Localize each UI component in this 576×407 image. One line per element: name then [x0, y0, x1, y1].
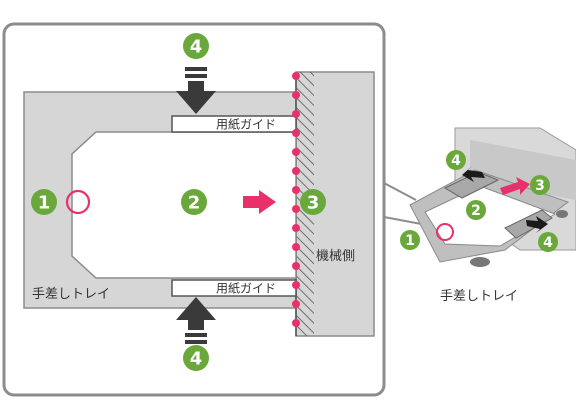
- svg-text:3: 3: [307, 193, 320, 214]
- svg-text:3: 3: [535, 178, 545, 194]
- machine-side-label: 機械側: [316, 249, 355, 264]
- step-badge-3: 3: [300, 189, 326, 215]
- step-badge-1: 1: [31, 189, 57, 215]
- svg-text:1: 1: [38, 193, 51, 214]
- svg-text:4: 4: [451, 153, 461, 169]
- edge-marker-circle-icon: [65, 189, 91, 215]
- step-badge-4-top: 4: [183, 33, 209, 59]
- svg-text:2: 2: [471, 203, 481, 219]
- svg-text:4: 4: [190, 37, 203, 58]
- guide-arrow-down-icon: [176, 67, 216, 114]
- svg-text:1: 1: [405, 233, 415, 249]
- guide-arrow-up-icon: [176, 297, 216, 344]
- callout-pointer-top: [383, 182, 417, 201]
- svg-text:4: 4: [543, 235, 553, 251]
- step-badge-2: 2: [181, 189, 207, 215]
- photo-step-badge-1: 1: [400, 230, 420, 250]
- step-badge-4-bottom: 4: [183, 345, 209, 371]
- paper-guide-top: [171, 115, 297, 133]
- photo-step-badge-2: 2: [466, 200, 486, 220]
- paper-edge-dots: [292, 72, 300, 327]
- paper-guide-bottom-label: 用紙ガイド: [216, 281, 276, 296]
- svg-text:4: 4: [190, 349, 203, 370]
- printer-illustration: [409, 127, 576, 267]
- paper-guide-top-label: 用紙ガイド: [216, 117, 276, 132]
- photo-step-badge-3: 3: [530, 175, 550, 195]
- photo-step-badge-4-top: 4: [446, 150, 466, 170]
- photo-step-badge-4-bottom: 4: [538, 232, 558, 252]
- feed-arrow-right-icon: [243, 190, 276, 214]
- bypass-tray-label: 手差しトレイ: [32, 287, 110, 302]
- svg-text:2: 2: [188, 193, 201, 214]
- photo-bypass-tray-label: 手差しトレイ: [440, 289, 518, 304]
